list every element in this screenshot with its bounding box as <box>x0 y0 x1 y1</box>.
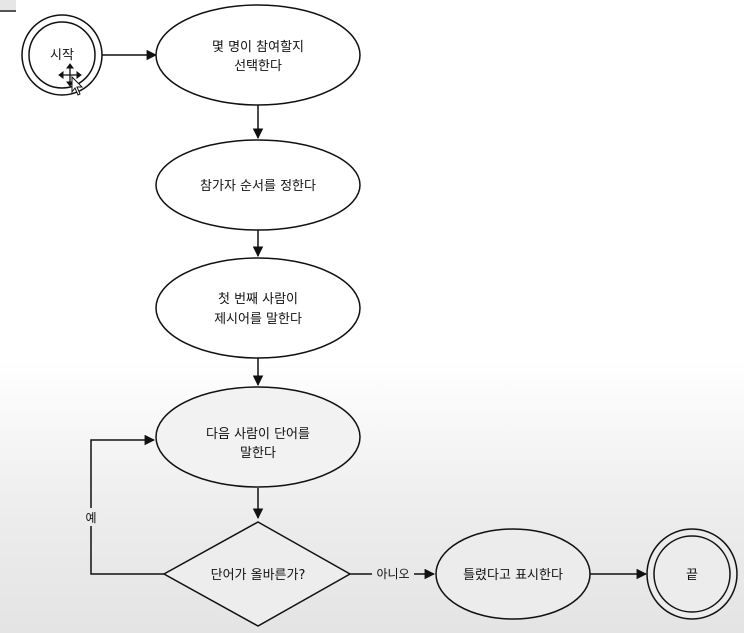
choose-count-line2: 선택한다 <box>234 59 282 74</box>
choose-count-line1: 몇 명이 참여할지 <box>212 40 304 55</box>
start-node: 시작 <box>21 14 103 96</box>
edge-yes-label: 예 <box>85 511 96 525</box>
node-decision: 단어가 올바른가? <box>162 521 352 627</box>
edge-decision-yes-loop <box>90 434 164 575</box>
node-mark-wrong: 틀렸다고 표시한다 <box>435 528 591 620</box>
yes-label-bg <box>80 508 100 526</box>
move-cursor-icon <box>58 63 84 96</box>
first-person-line1: 첫 번째 사람이 <box>218 292 298 307</box>
set-order-label: 참가자 순서를 정한다 <box>200 179 316 194</box>
edges <box>90 49 648 580</box>
next-person-line2: 말한다 <box>240 446 276 461</box>
edge-no-label: 아니오 <box>376 567 409 581</box>
mark-wrong-label: 틀렸다고 표시한다 <box>463 568 563 583</box>
node-first-person: 첫 번째 사람이 제시어를 말한다 <box>155 257 361 359</box>
node-next-person: 다음 사람이 단어를 말한다 <box>155 386 361 488</box>
window-corner-mark <box>0 0 16 12</box>
end-node: 끝 <box>646 528 738 620</box>
first-person-line2: 제시어를 말한다 <box>214 312 302 327</box>
node-set-order: 참가자 순서를 정한다 <box>155 139 361 231</box>
end-label: 끝 <box>686 568 698 583</box>
decision-label: 단어가 올바른가? <box>211 568 306 583</box>
start-label: 시작 <box>50 48 74 63</box>
node-choose-count: 몇 명이 참여할지 선택한다 <box>155 4 361 106</box>
next-person-line1: 다음 사람이 단어를 <box>206 427 310 442</box>
